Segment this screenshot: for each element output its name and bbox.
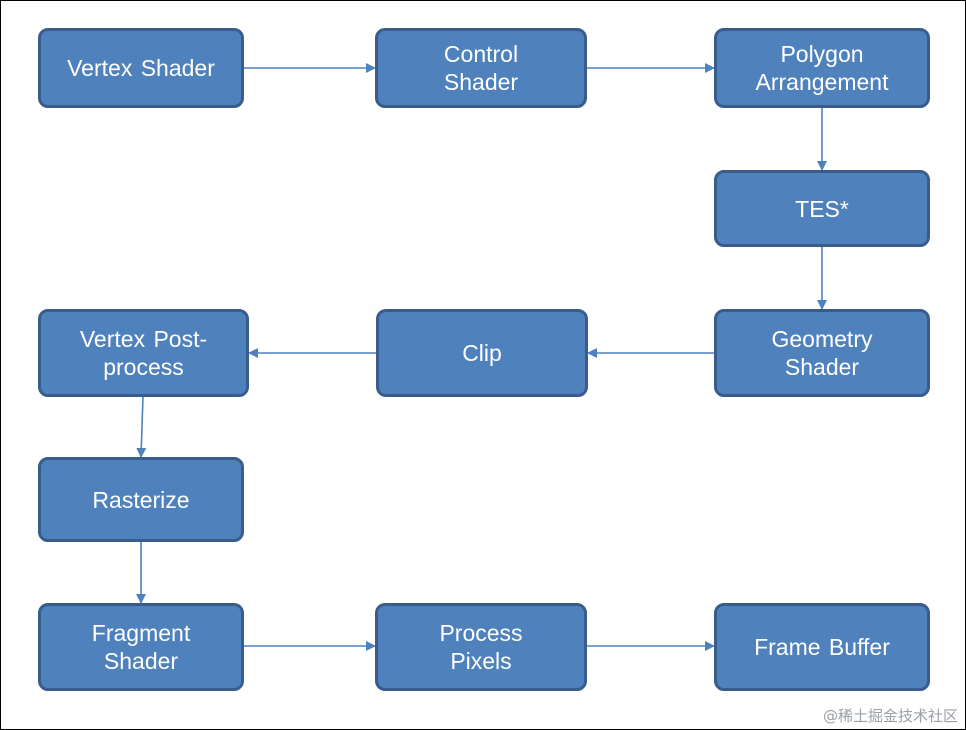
node-tes: TES* bbox=[714, 170, 930, 247]
node-frame-buffer: Frame Buffer bbox=[714, 603, 930, 691]
node-control-shader: Control Shader bbox=[375, 28, 587, 108]
node-clip: Clip bbox=[376, 309, 588, 397]
watermark: @稀土掘金技术社区 bbox=[822, 707, 958, 725]
node-geometry-shader: Geometry Shader bbox=[714, 309, 930, 397]
node-vertex-shader: Vertex Shader bbox=[38, 28, 244, 108]
node-vertex-post-process: Vertex Post-process bbox=[38, 309, 249, 397]
node-fragment-shader: Fragment Shader bbox=[38, 603, 244, 691]
node-rasterize: Rasterize bbox=[38, 457, 244, 542]
node-process-pixels: Process Pixels bbox=[375, 603, 587, 691]
node-polygon-arrangement: Polygon Arrangement bbox=[714, 28, 930, 108]
arrow-postprocess-to-rasterize bbox=[136, 395, 147, 458]
